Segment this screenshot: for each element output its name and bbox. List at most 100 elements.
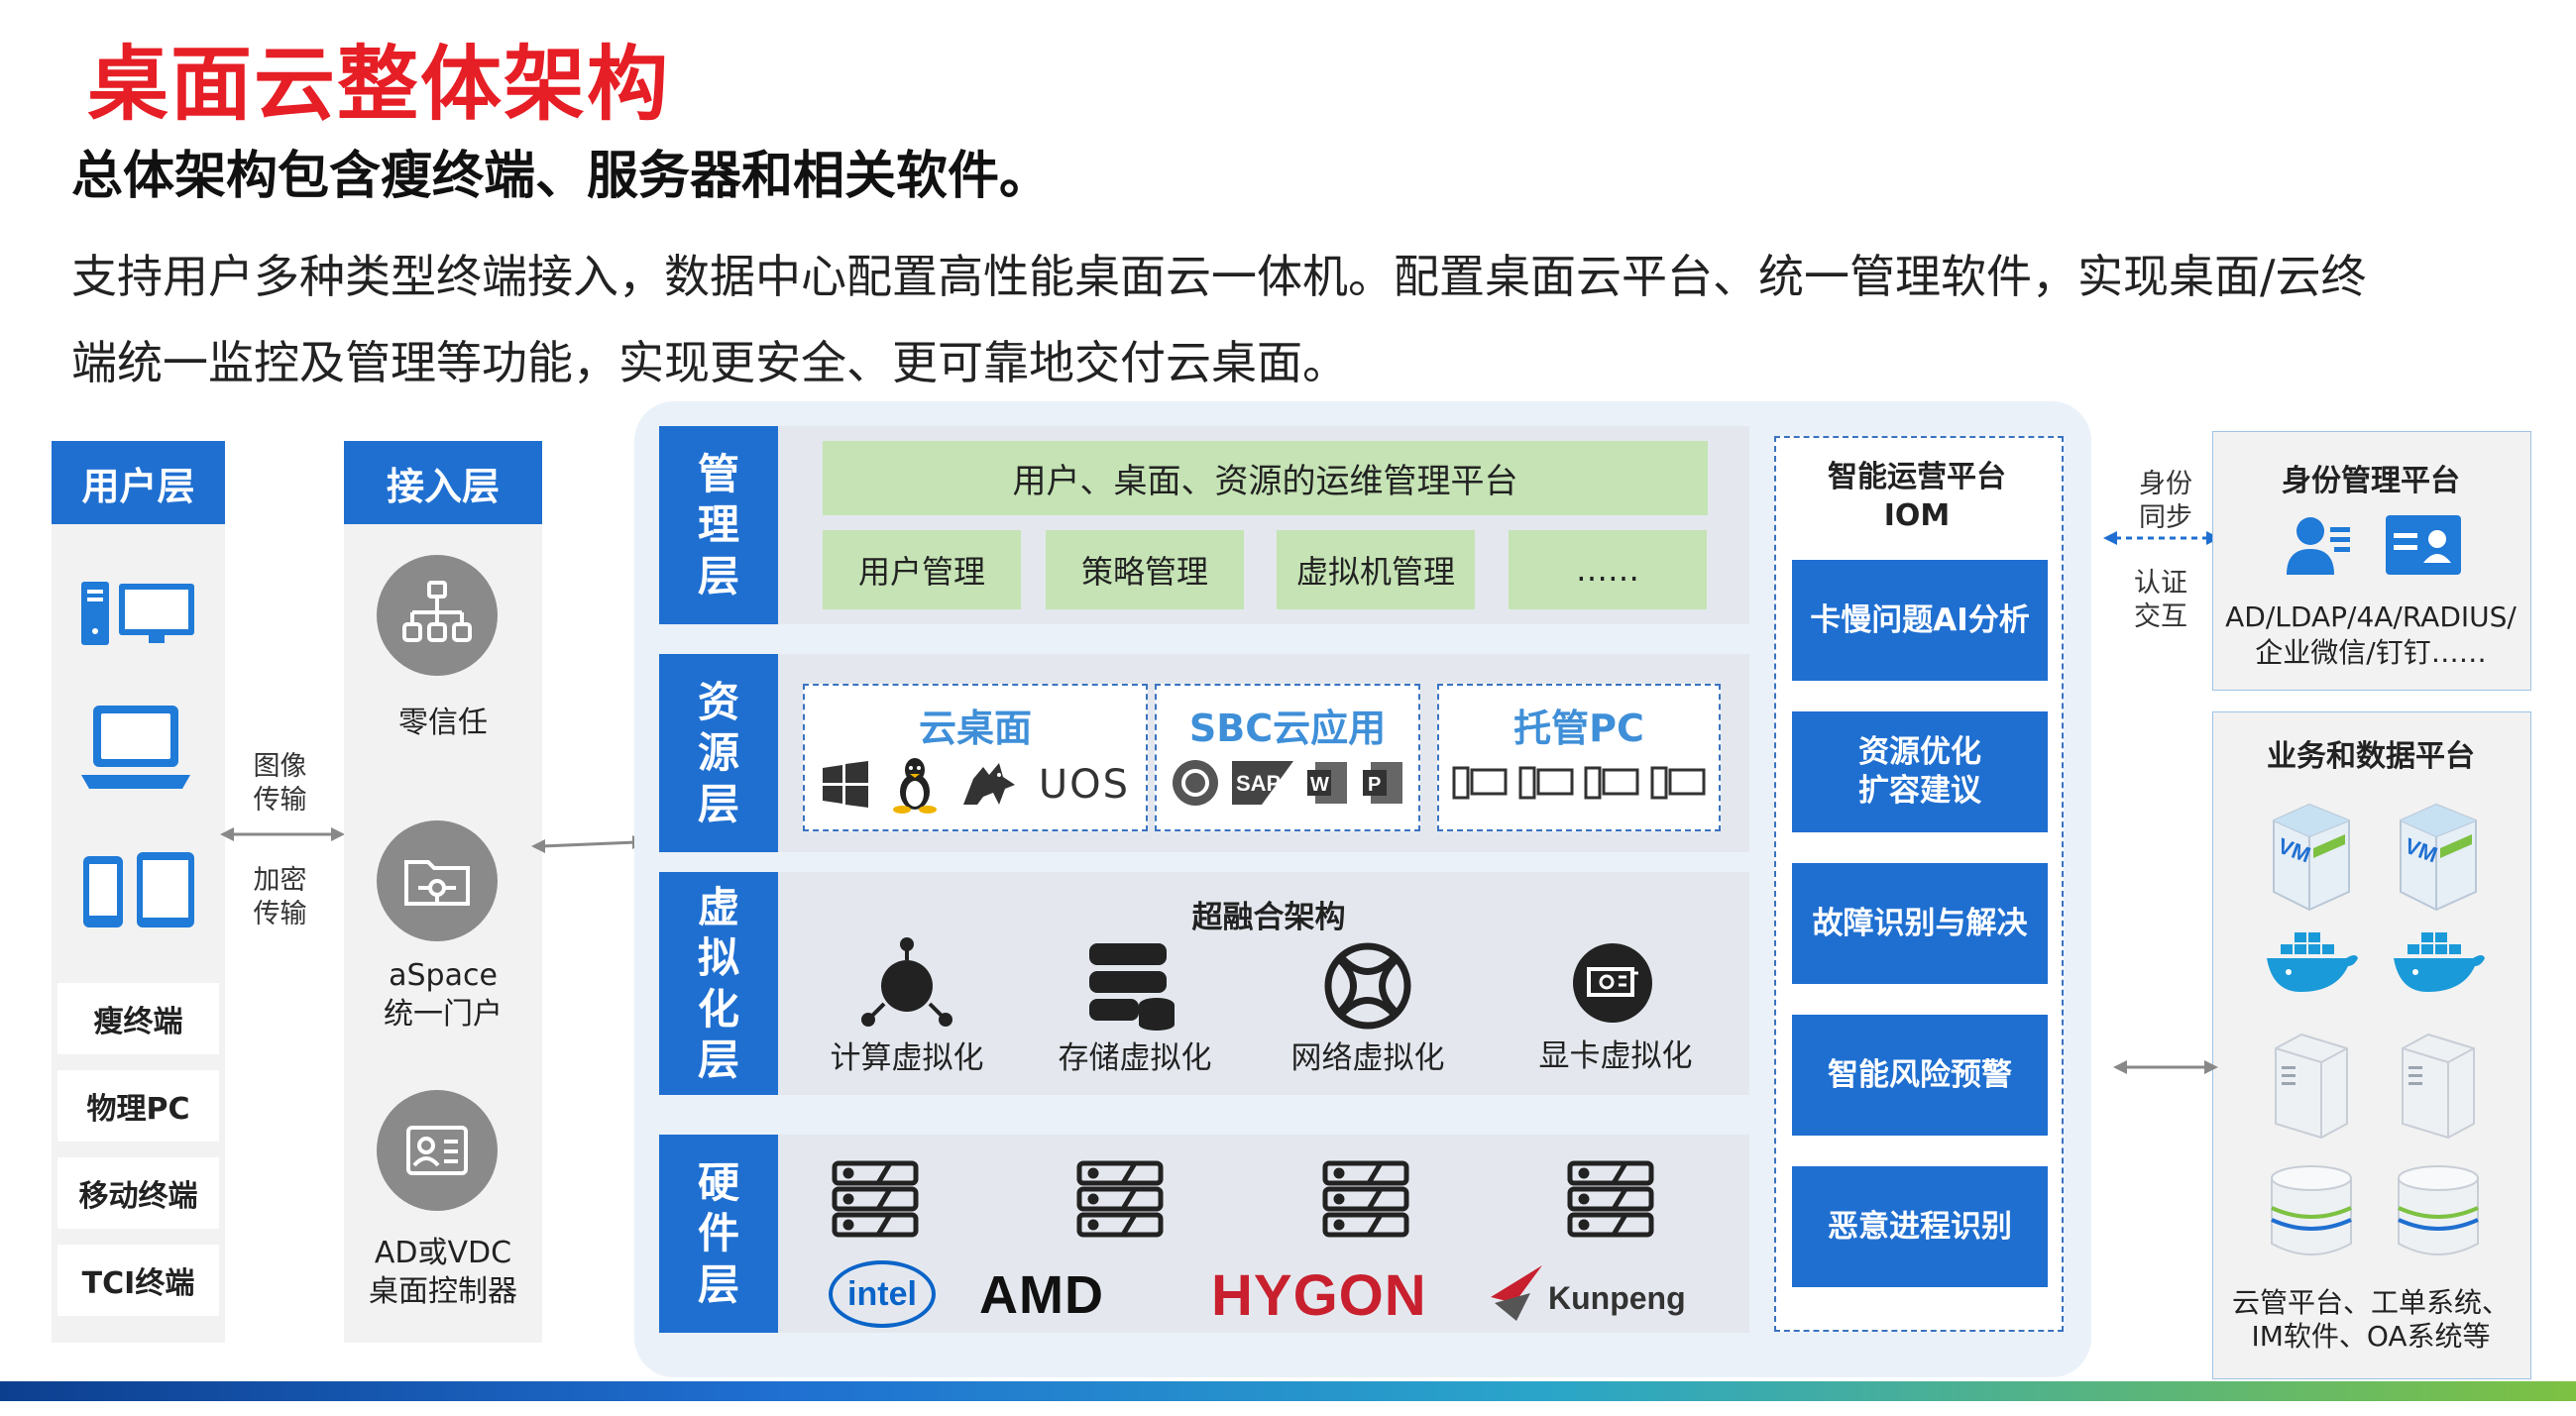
svg-text:P: P <box>1368 774 1381 796</box>
iom-malicious-process: 恶意进程识别 <box>1792 1166 2048 1287</box>
id-card-icon <box>377 1090 498 1211</box>
iom-resource-optimize: 资源优化 扩容建议 <box>1792 711 2048 832</box>
iom-resource-optimize-line-1: 资源优化 <box>1858 734 1981 771</box>
policy-management-box: 策略管理 <box>1046 530 1244 609</box>
cloud-desktop-title: 云桌面 <box>918 707 1032 750</box>
resource-label-char-1: 资 <box>697 678 739 727</box>
hardware-layer-label: 硬 件 层 <box>659 1135 778 1333</box>
database-icon <box>2270 1164 2353 1263</box>
hosted-pc-title: 托管PC <box>1513 707 1644 750</box>
deepin-icon <box>962 763 1015 805</box>
sap-icon: SAP <box>1232 761 1293 805</box>
terminal-tci: TCI终端 <box>57 1245 219 1316</box>
identity-platform-title: 身份管理平台 <box>2282 464 2460 498</box>
virtualization-layer-label: 虚 拟 化 层 <box>659 872 778 1095</box>
footer-gradient-bar <box>0 1381 2576 1401</box>
image-transfer-line-2: 传输 <box>253 784 307 816</box>
hygon-logo: HYGON <box>1211 1263 1427 1328</box>
iom-ai-analysis: 卡慢问题AI分析 <box>1792 560 2048 681</box>
iom-title-line-1: 智能运营平台 <box>1828 460 2006 494</box>
terminal-physical-pc: 物理PC <box>57 1070 219 1142</box>
sbc-app-box: SBC云应用 SAP W P <box>1155 684 1420 831</box>
iom-risk-warning-label: 智能风险预警 <box>1828 1056 2012 1093</box>
aspace-label-line-2: 统一门户 <box>384 997 503 1032</box>
iom-resource-optimize-line-2: 扩容建议 <box>1858 773 1981 809</box>
word-icon: W <box>1307 762 1347 804</box>
identity-platform-panel <box>2212 431 2531 691</box>
amd-logo: AMD <box>979 1265 1104 1325</box>
auth-interaction-line-1: 认证 <box>2134 568 2187 599</box>
page-title: 桌面云整体架构 <box>87 38 671 132</box>
id-badge-icon <box>2384 513 2463 581</box>
iom-risk-warning: 智能风险预警 <box>1792 1015 2048 1136</box>
more-management-box: …… <box>1509 530 1707 609</box>
management-layer-label: 管 理 层 <box>659 426 778 624</box>
svg-text:W: W <box>1310 774 1329 796</box>
hosted-pc-box: 托管PC <box>1437 684 1721 831</box>
vm-box-icon: VM <box>2397 801 2480 916</box>
identity-platform-text: AD/LDAP/4A/RADIUS/ 企业微信/钉钉…… <box>2212 599 2529 672</box>
resource-label-char-3: 层 <box>697 779 739 828</box>
compute-virtualization-icon <box>852 936 961 1035</box>
ad-vdc-label-line-2: 桌面控制器 <box>369 1274 517 1309</box>
svg-text:SAP: SAP <box>1236 771 1281 796</box>
virtual-label-char-4: 层 <box>697 1035 739 1084</box>
access-main-arrow <box>531 832 646 860</box>
business-platform-text-line-2: IM软件、OA系统等 <box>2251 1319 2491 1353</box>
iom-title-line-2: IOM <box>1883 498 1951 533</box>
mobile-tablet-icon <box>79 850 198 933</box>
kunpeng-bird-icon <box>1487 1263 1546 1327</box>
virtual-label-char-2: 拟 <box>697 933 739 983</box>
business-platform-panel <box>2212 711 2531 1379</box>
iom-fault-resolve-label: 故障识别与解决 <box>1812 905 2028 941</box>
identity-sync-line-2: 同步 <box>2139 501 2192 533</box>
encrypt-transfer-line-1: 加密 <box>253 865 307 896</box>
pc-icon <box>1452 766 1508 800</box>
aspace-label-line-1: aSpace <box>389 958 498 993</box>
pc-icon <box>1650 766 1706 800</box>
terminal-thin-client: 瘦终端 <box>57 983 219 1054</box>
virtual-label-char-3: 化 <box>697 984 739 1034</box>
user-layer-header: 用户层 <box>52 441 225 524</box>
user-card-icon <box>2285 513 2354 583</box>
docker-whale-icon <box>2265 926 2360 1000</box>
management-label-char-1: 管 <box>697 450 739 499</box>
business-platform-text-line-1: 云管平台、工单系统、 <box>2231 1286 2510 1319</box>
pc-icon <box>1584 766 1639 800</box>
org-chart-icon <box>377 555 498 676</box>
access-layer-header: 接入层 <box>344 441 542 524</box>
user-management-box: 用户管理 <box>823 530 1021 609</box>
vm-management-box: 虚拟机管理 <box>1277 530 1475 609</box>
business-platform-title: 业务和数据平台 <box>2267 739 2475 774</box>
resource-layer-label: 资 源 层 <box>659 654 778 852</box>
ad-vdc-label-line-1: AD或VDC <box>374 1236 512 1270</box>
gpu-virtualization-icon <box>1571 941 1654 1029</box>
identity-sync-label: 身份 同步 <box>2121 468 2210 535</box>
vm-box-icon: VM <box>2270 801 2353 916</box>
zero-trust-label: 零信任 <box>398 706 488 740</box>
storage-virtualization-icon <box>1087 941 1176 1035</box>
iom-fault-resolve: 故障识别与解决 <box>1792 863 2048 984</box>
intel-logo: intel <box>829 1260 936 1328</box>
server-icon <box>1321 1159 1410 1243</box>
access-item-zero-trust: 零信任 <box>344 704 542 742</box>
image-transfer-line-1: 图像 <box>253 751 307 782</box>
image-transfer-label: 图像 传输 <box>243 750 317 817</box>
windows-icon <box>822 761 868 808</box>
cloud-desktop-box: 云桌面 UOS <box>803 684 1148 831</box>
encrypt-transfer-label: 加密 传输 <box>243 864 317 931</box>
hardware-label-char-2: 件 <box>697 1209 739 1258</box>
virtual-label-char-1: 虚 <box>697 883 739 932</box>
identity-platform-text-line-2: 企业微信/钉钉…… <box>2255 636 2487 670</box>
encrypt-transfer-line-2: 传输 <box>253 898 307 929</box>
pc-icon <box>1518 766 1574 800</box>
identity-sync-arrow <box>2103 528 2220 552</box>
server-icon <box>831 1159 920 1243</box>
identity-platform-text-line-1: AD/LDAP/4A/RADIUS/ <box>2225 600 2517 633</box>
server-icon <box>1566 1159 1655 1243</box>
circle-app-icon <box>1173 760 1218 806</box>
laptop-icon <box>81 702 190 800</box>
compute-virtualization-label: 计算虚拟化 <box>830 1040 984 1076</box>
auth-interaction-line-2: 交互 <box>2134 600 2187 632</box>
hci-heading: 超融合架构 <box>1191 900 1346 935</box>
